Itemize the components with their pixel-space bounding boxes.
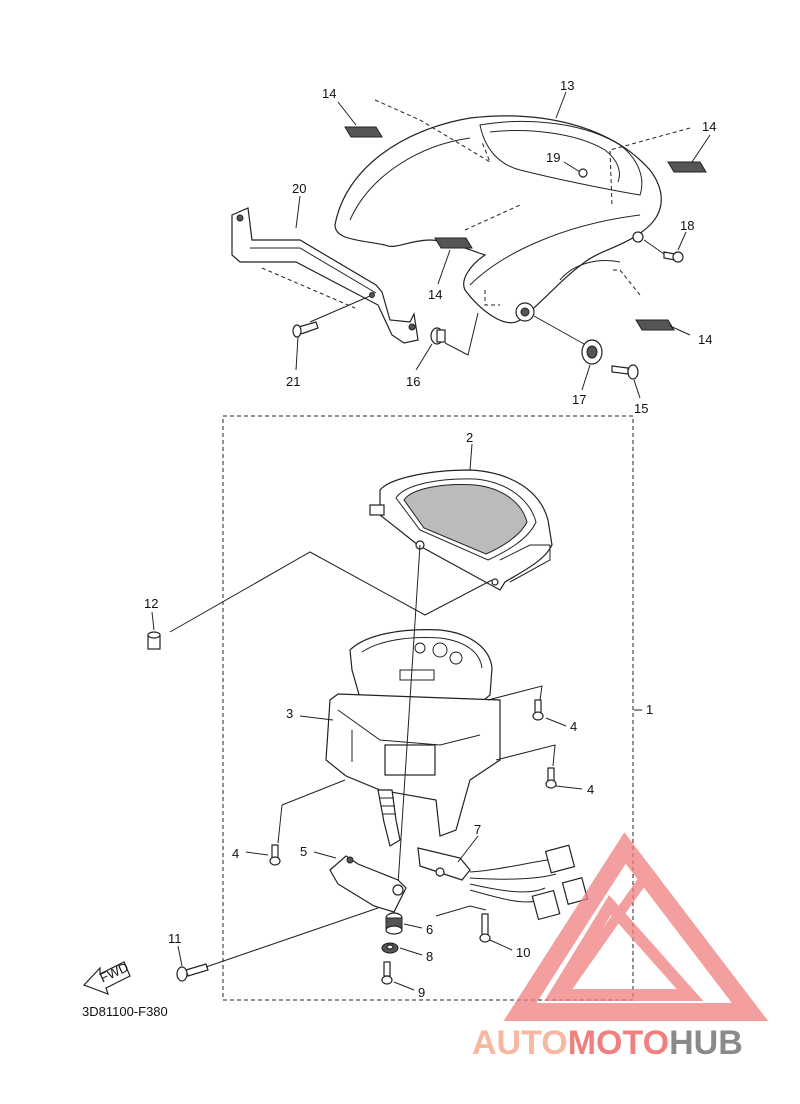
callout-19: 19: [546, 150, 560, 165]
screw-4-upper: [532, 699, 544, 721]
collar-12: [147, 631, 161, 650]
callout-1: 1: [646, 702, 653, 717]
screw-10: [479, 913, 491, 943]
callout-4-middle: 4: [587, 782, 594, 797]
callout-20: 20: [292, 181, 306, 196]
callout-14-top-left: 14: [322, 86, 336, 101]
callout-21: 21: [286, 374, 300, 389]
callout-16: 16: [406, 374, 420, 389]
diagram-code: 3D81100-F380: [82, 1004, 168, 1019]
watermark-logo-icon: [503, 832, 769, 1021]
bolt-15: [611, 364, 639, 380]
pad-14-top-right: [667, 161, 707, 173]
callout-18: 18: [680, 218, 694, 233]
meter-wire-lead: [377, 789, 401, 847]
callout-14-bottom-right: 14: [698, 332, 712, 347]
pad-14-mid-left: [434, 237, 473, 249]
meter-cover: [334, 115, 662, 324]
callout-14-mid-left: 14: [428, 287, 442, 302]
callout-6: 6: [426, 922, 433, 937]
callout-2: 2: [466, 430, 473, 445]
callout-leaders: [151, 91, 711, 991]
watermark-part1: AUTO: [472, 1024, 568, 1062]
callout-3: 3: [286, 706, 293, 721]
callout-13: 13: [560, 78, 574, 93]
bracket-20: [231, 207, 419, 344]
pad-14-bottom-right: [635, 319, 675, 331]
callout-4-upper: 4: [570, 719, 577, 734]
meter-assembly-box: [222, 415, 634, 1001]
screw-18: [663, 251, 684, 263]
callout-9: 9: [418, 985, 425, 1000]
bracket-5: [329, 855, 407, 913]
callout-17: 17: [572, 392, 586, 407]
meter-unit-3: [325, 629, 501, 837]
callout-5: 5: [300, 844, 307, 859]
wire-harness-7: [417, 844, 589, 921]
pad-14-top-left: [344, 126, 383, 138]
watermark-text: AUTOMOTOHUB: [472, 1024, 743, 1062]
screw-4-left: [269, 844, 281, 866]
bolt-11: [176, 963, 209, 982]
washer-8: [381, 942, 399, 954]
watermark-part3: HUB: [669, 1024, 743, 1062]
screw-4-middle: [545, 767, 557, 789]
callout-8: 8: [426, 949, 433, 964]
collar-17: [581, 339, 603, 365]
grommet-16: [430, 327, 446, 345]
callout-11: 11: [168, 931, 182, 946]
callout-4-left: 4: [232, 846, 239, 861]
fwd-arrow-icon: FWD: [82, 959, 131, 996]
callout-10: 10: [516, 945, 530, 960]
svg-text:AUTOMOTOHUB: AUTOMOTOHUB: [472, 1024, 743, 1062]
screw-21: [292, 321, 319, 338]
callout-7: 7: [474, 822, 481, 837]
watermark-part2: MOTO: [568, 1024, 669, 1062]
callout-14-top-right: 14: [702, 119, 716, 134]
damper-6: [385, 912, 403, 935]
bolt-9: [381, 961, 393, 985]
meter-lens-case-2: [369, 469, 553, 591]
callout-15: 15: [634, 401, 648, 416]
callout-12: 12: [144, 596, 158, 611]
